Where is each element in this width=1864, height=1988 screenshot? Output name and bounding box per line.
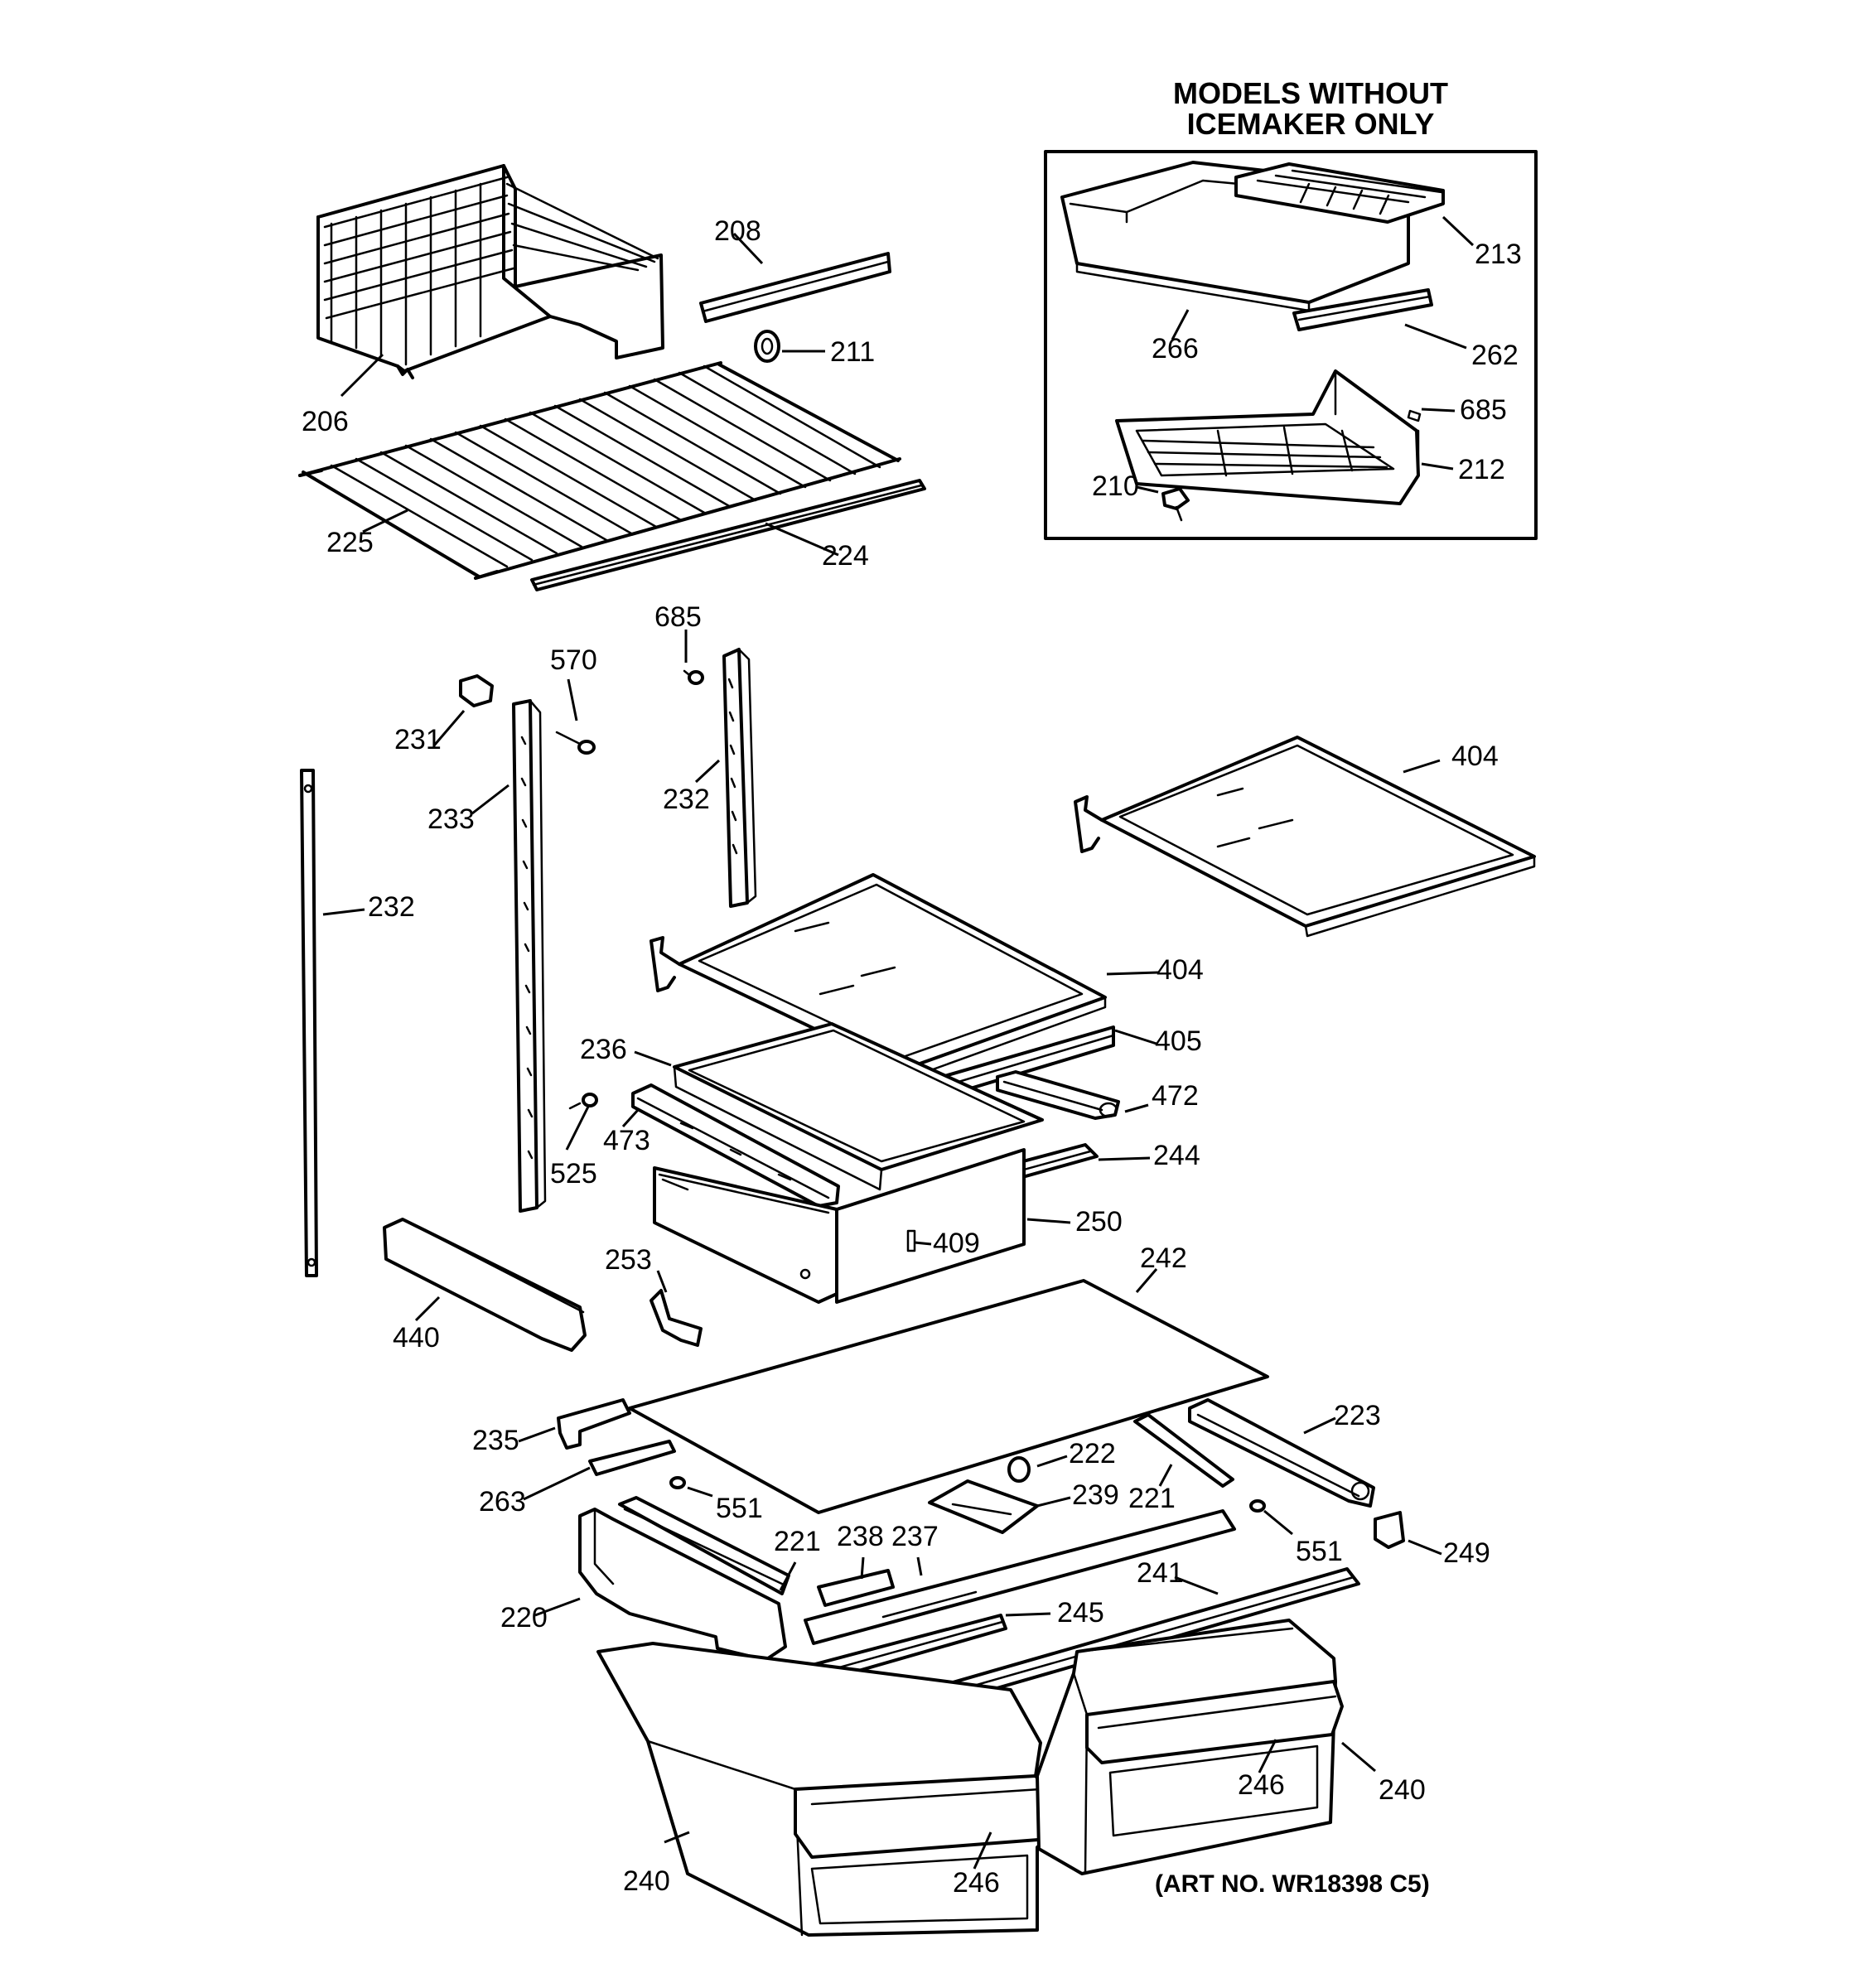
screw-525-part	[568, 1093, 598, 1110]
screw-551-left	[669, 1476, 686, 1489]
ice-tray-part	[1234, 162, 1445, 224]
callout-525: 525	[550, 1158, 597, 1189]
support-223-part	[1188, 1398, 1375, 1508]
icemaker-inset: MODELS WITHOUT ICEMAKER ONLY	[1044, 76, 1538, 540]
callout-241: 241	[1137, 1557, 1184, 1589]
strip-263-part	[588, 1440, 676, 1476]
screw-685-inset	[1407, 409, 1422, 422]
callout-223: 223	[1334, 1400, 1381, 1431]
rail-232-left-part	[300, 769, 318, 1277]
callout-239: 239	[1072, 1479, 1119, 1511]
screw-210	[1161, 487, 1190, 522]
label-238-part	[817, 1569, 895, 1607]
wire-shelf-206-part	[316, 164, 664, 379]
callout-245: 245	[1057, 1597, 1104, 1629]
hinge-253-part	[650, 1289, 703, 1347]
callout-246-right: 246	[1238, 1769, 1285, 1801]
callout-212: 212	[1458, 454, 1505, 485]
bracket-249-part	[1374, 1511, 1405, 1549]
pan-cover-236-part	[673, 1022, 1044, 1191]
cover-support-221-right-part	[1133, 1413, 1234, 1488]
callout-224: 224	[822, 540, 869, 572]
callout-238: 238	[837, 1521, 884, 1552]
callout-206: 206	[302, 406, 349, 437]
screw-570-part	[555, 731, 596, 755]
callout-685: 685	[654, 601, 702, 633]
callout-404-left: 404	[1157, 954, 1204, 986]
glass-shelf-404-right-part	[1074, 736, 1536, 938]
screw-685-part	[683, 669, 704, 685]
callout-262: 262	[1471, 340, 1519, 371]
callout-208: 208	[714, 215, 761, 247]
callout-409: 409	[933, 1228, 980, 1259]
callout-210: 210	[1092, 470, 1139, 502]
callout-240-left: 240	[623, 1865, 670, 1897]
glass-panel-242-part	[628, 1279, 1269, 1514]
rail-472-part	[996, 1070, 1120, 1120]
art-number: (ART NO. WR18398 C5)	[1155, 1870, 1430, 1898]
rail-233-part	[512, 699, 547, 1213]
part-239	[928, 1479, 1039, 1534]
callout-244: 244	[1153, 1140, 1200, 1171]
shelf-rail-208-part	[699, 252, 891, 323]
callout-220: 220	[500, 1602, 548, 1633]
callout-240-right: 240	[1379, 1774, 1426, 1806]
wire-shelf-225-part	[298, 361, 901, 580]
callout-472: 472	[1152, 1080, 1199, 1112]
crisper-drawer-right-part	[1036, 1619, 1344, 1875]
callout-221-left: 221	[774, 1526, 821, 1557]
cap-231-part	[459, 674, 494, 707]
callout-473: 473	[603, 1125, 650, 1156]
callout-249: 249	[1443, 1537, 1490, 1569]
callout-405: 405	[1155, 1025, 1202, 1057]
cover-440-part	[383, 1218, 587, 1352]
callout-232-left: 232	[368, 891, 415, 923]
callout-570: 570	[550, 644, 597, 676]
callout-551-right: 551	[1296, 1536, 1343, 1567]
callout-440: 440	[393, 1322, 440, 1353]
bin-support-212-part	[1115, 369, 1420, 505]
callout-225: 225	[326, 527, 374, 558]
callout-551-left: 551	[716, 1493, 763, 1524]
callout-236: 236	[580, 1034, 627, 1065]
inset-title-line2: ICEMAKER ONLY	[1187, 107, 1435, 141]
callout-253: 253	[605, 1244, 652, 1276]
callout-232-right: 232	[663, 784, 710, 815]
rail-473-part	[631, 1083, 840, 1208]
crossbar-237-part	[804, 1509, 1236, 1645]
inset-frame	[1044, 150, 1538, 540]
callout-242: 242	[1140, 1242, 1187, 1274]
callout-237: 237	[891, 1521, 939, 1552]
callout-211: 211	[830, 336, 875, 368]
callout-213: 213	[1475, 239, 1522, 270]
callout-231: 231	[394, 724, 442, 755]
callout-685-inset: 685	[1460, 394, 1507, 426]
callout-263: 263	[479, 1486, 526, 1518]
callout-404-right: 404	[1451, 741, 1499, 772]
inset-title-line1: MODELS WITHOUT	[1173, 76, 1448, 110]
support-235-part	[557, 1398, 631, 1450]
callout-235: 235	[472, 1425, 519, 1456]
callout-222: 222	[1069, 1438, 1116, 1469]
stop-211-part	[754, 330, 780, 363]
shelf-trim-224-part	[530, 479, 926, 591]
callout-266: 266	[1152, 333, 1199, 364]
screw-551-right	[1249, 1499, 1266, 1513]
part-222	[1007, 1456, 1031, 1483]
callout-250: 250	[1075, 1206, 1123, 1238]
rail-262-part	[1292, 288, 1433, 331]
callout-233: 233	[427, 803, 475, 835]
pan-250-part	[653, 1148, 1026, 1304]
callout-246-left: 246	[953, 1867, 1000, 1899]
rail-232-right-part	[722, 648, 757, 908]
callout-221-right: 221	[1128, 1483, 1176, 1514]
